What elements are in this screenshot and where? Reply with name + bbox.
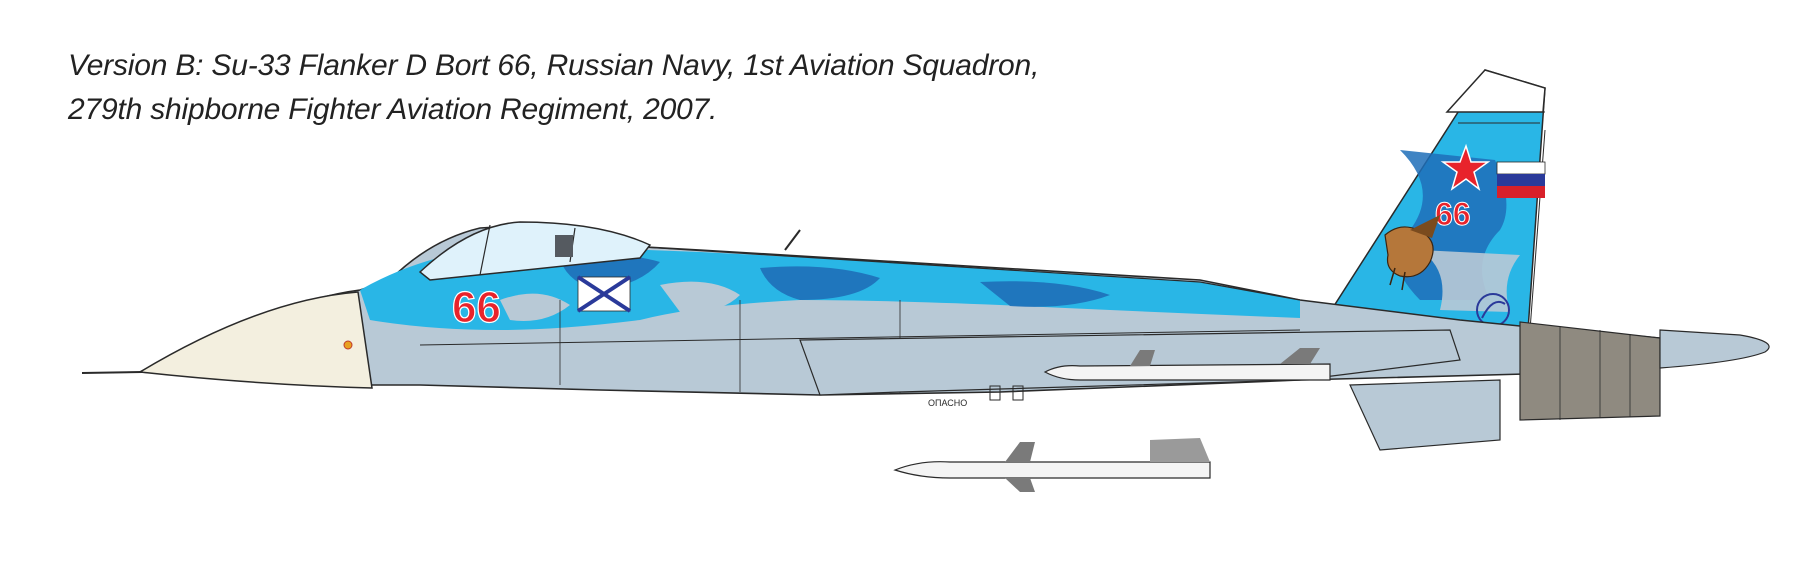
radiation-warning-icon	[343, 340, 353, 350]
lower-missile	[893, 438, 1211, 492]
pitot-probe	[81, 371, 143, 374]
tail-cone	[1659, 329, 1770, 369]
blade-antenna	[784, 229, 801, 251]
caption: Version B: Su-33 Flanker D Bort 66, Russ…	[68, 44, 1039, 132]
nose-bort-number: 66	[452, 283, 501, 332]
st-andrew-naval-ensign-icon	[576, 275, 632, 313]
canopy	[418, 221, 652, 281]
upper-missile	[1043, 348, 1331, 381]
eagle-emblem-icon	[1384, 215, 1440, 291]
engine-exhaust	[1519, 321, 1661, 421]
tail-bort-number: 66	[1435, 196, 1471, 232]
red-star-icon	[1440, 143, 1491, 192]
horizontal-stabilizer	[1349, 379, 1501, 451]
radome	[137, 291, 373, 389]
caption-line-1: Version B: Su-33 Flanker D Bort 66, Russ…	[68, 49, 1040, 82]
caption-line-2: 279th shipborne Fighter Aviation Regimen…	[68, 93, 718, 126]
stencil-text: ОПАСНО	[928, 398, 967, 408]
russian-flag-icon	[1496, 161, 1546, 198]
